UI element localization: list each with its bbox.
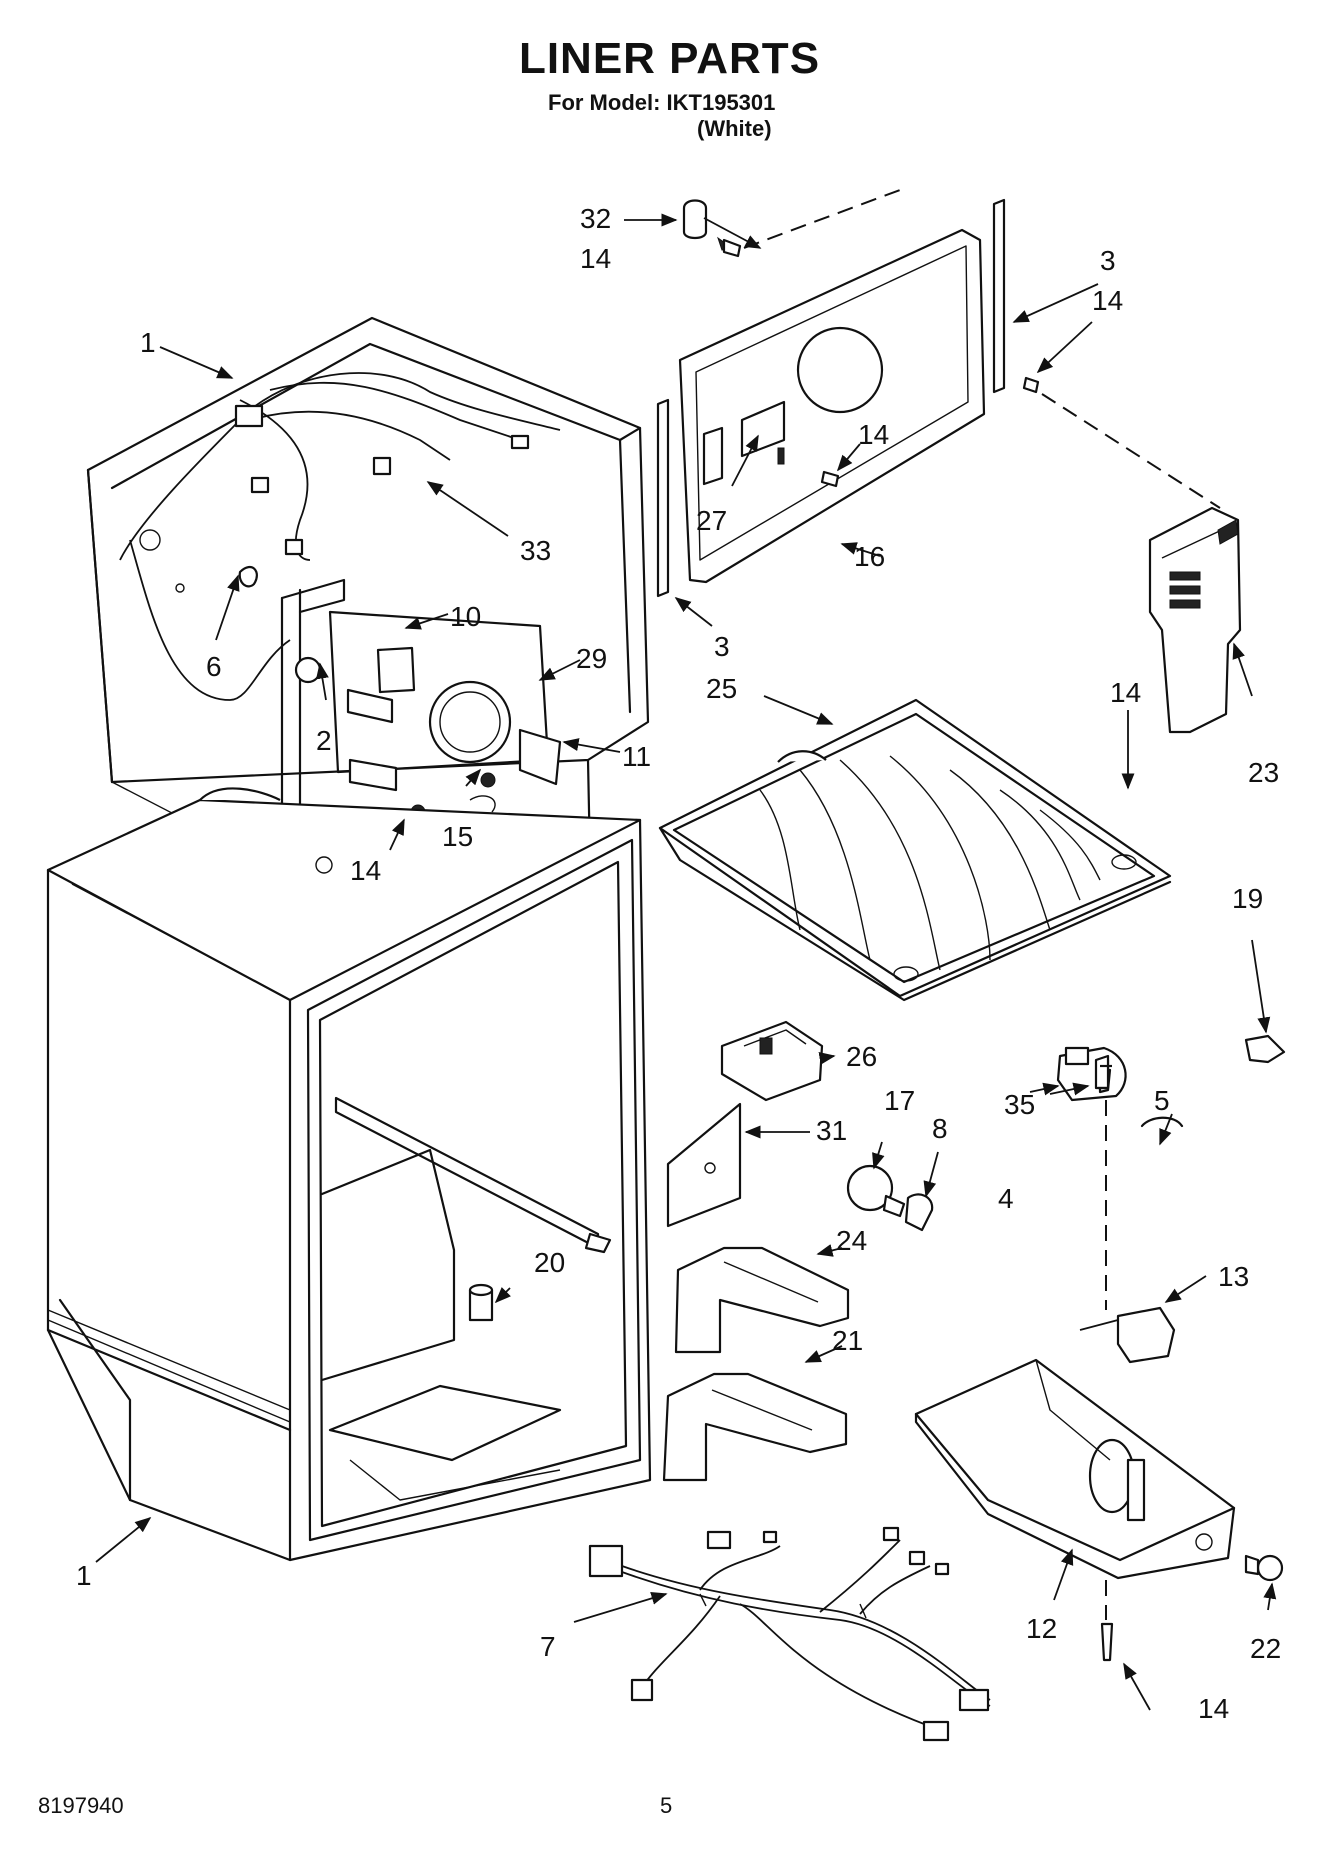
model-line: For Model: IKT195301 — [548, 90, 776, 115]
alignment-lines — [743, 189, 1221, 1620]
callout-14: 14 — [350, 855, 381, 886]
callout-21: 21 — [832, 1325, 863, 1356]
callout-1: 1 — [76, 1560, 92, 1591]
callout-11: 11 — [622, 741, 651, 772]
leader-lines — [95, 213, 1277, 1711]
page-number: 5 — [660, 1793, 673, 1818]
callout-32: 32 — [580, 203, 611, 234]
callout-14: 14 — [1198, 1693, 1229, 1724]
callout-labels: 1 1 2 3 3 4 5 6 7 8 10 11 12 13 14 14 14… — [76, 203, 1281, 1724]
control-housing-drawing — [914, 1034, 1286, 1662]
callout-20: 20 — [534, 1247, 565, 1278]
wire-harness-drawing — [588, 1526, 991, 1742]
callout-4: 4 — [998, 1183, 1014, 1214]
callout-1: 1 — [140, 327, 156, 358]
callout-29: 29 — [576, 643, 607, 674]
page-title: LINER PARTS — [518, 34, 821, 83]
callout-2: 2 — [316, 725, 332, 756]
fresh-food-liner-drawing — [46, 787, 652, 1562]
callout-17: 17 — [884, 1085, 915, 1116]
callout-27: 27 — [696, 505, 727, 536]
callout-14: 14 — [1092, 285, 1123, 316]
callout-13: 13 — [1218, 1261, 1249, 1292]
callout-14: 14 — [1110, 677, 1141, 708]
callout-26: 26 — [846, 1041, 877, 1072]
air-duct-drawing — [1148, 506, 1242, 734]
callout-22: 22 — [1250, 1633, 1281, 1664]
callout-12: 12 — [1026, 1613, 1057, 1644]
freezer-liner-drawing — [86, 316, 650, 880]
color-line: (White) — [697, 116, 772, 141]
document-number: 8197940 — [38, 1793, 124, 1818]
callout-10: 10 — [450, 601, 481, 632]
callout-5: 5 — [1154, 1085, 1170, 1116]
callout-3: 3 — [714, 631, 730, 662]
rear-panel-drawing — [656, 198, 1040, 598]
callout-14: 14 — [858, 419, 889, 450]
callout-33: 33 — [520, 535, 551, 566]
callout-6: 6 — [206, 651, 222, 682]
callout-15: 15 — [442, 821, 473, 852]
callout-23: 23 — [1248, 757, 1279, 788]
shelf-cover-drawing — [658, 698, 1172, 1002]
callout-25: 25 — [706, 673, 737, 704]
callout-35: 35 — [1004, 1089, 1035, 1120]
callout-8: 8 — [932, 1113, 948, 1144]
callout-16: 16 — [854, 541, 885, 572]
callout-14: 14 — [580, 243, 611, 274]
small-parts-drawing — [662, 1020, 934, 1482]
callout-7: 7 — [540, 1631, 556, 1662]
callout-19: 19 — [1232, 883, 1263, 914]
callout-31: 31 — [816, 1115, 847, 1146]
callout-24: 24 — [836, 1225, 867, 1256]
callout-3: 3 — [1100, 245, 1116, 276]
